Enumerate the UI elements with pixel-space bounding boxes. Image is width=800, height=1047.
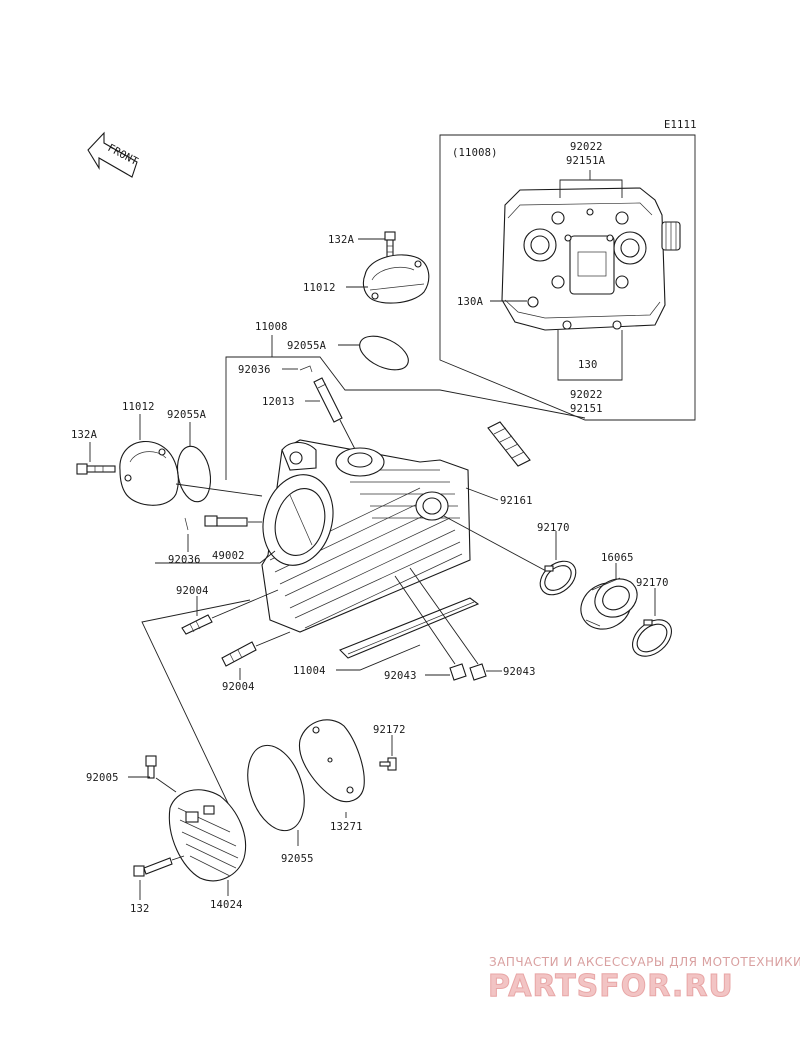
inset-label-92151: 92151 (570, 403, 603, 415)
dowel-92043-b (469, 663, 487, 681)
label-12013: 12013 (262, 396, 295, 408)
inset-label-130: 130 (578, 359, 598, 371)
label-92161: 92161 (500, 495, 533, 507)
label-11012-left: 11012 (122, 401, 155, 413)
label-92170-a: 92170 (537, 522, 570, 534)
label-11008: 11008 (255, 321, 288, 333)
label-132A-top: 132A (328, 234, 355, 246)
cylinder-head-11008 (261, 439, 471, 633)
inset-title: (11008) (452, 147, 498, 159)
label-92055A-left: 92055A (167, 409, 207, 421)
inset-panel: (11008) (439, 134, 696, 421)
pin-92036-bottom (184, 517, 189, 531)
label-92004-b: 92004 (222, 681, 255, 693)
label-92043-b: 92043 (503, 666, 536, 678)
dowel-49002 (204, 515, 248, 527)
stud-92004-b (221, 641, 257, 667)
label-92170-b: 92170 (636, 577, 669, 589)
bolt-132A-left (76, 463, 116, 475)
label-92172: 92172 (373, 724, 406, 736)
front-arrow-icon: FRONT (87, 131, 140, 178)
inset-label-92151A: 92151A (566, 155, 606, 167)
valve-guide-12013 (313, 377, 343, 423)
label-92043-a: 92043 (384, 670, 417, 682)
gasket-11004 (339, 597, 480, 659)
valve-cap-11012-left (119, 440, 179, 506)
label-92036-bottom: 92036 (168, 554, 201, 566)
label-49002: 49002 (212, 550, 245, 562)
label-11004: 11004 (293, 665, 326, 677)
clamp-92170-a (539, 560, 577, 596)
pin-92036-top (299, 365, 313, 373)
inset-label-92022-bottom: 92022 (570, 389, 603, 401)
inset-label-92022-top: 92022 (570, 141, 603, 153)
o-ring-92055 (247, 744, 305, 832)
valve-cap-11012-top (362, 254, 430, 304)
label-13271: 13271 (330, 821, 363, 833)
label-92005: 92005 (86, 772, 119, 784)
joint-16065 (580, 577, 638, 630)
label-92055: 92055 (281, 853, 314, 865)
label-92036-top: 92036 (238, 364, 271, 376)
label-92004-a: 92004 (176, 585, 209, 597)
clamp-92170-b (632, 619, 672, 657)
label-92055A-top: 92055A (287, 340, 327, 352)
spring-92161 (487, 421, 531, 467)
label-14024: 14024 (210, 899, 243, 911)
watermark-logo: PARTSFOR.RU (488, 969, 734, 1004)
label-132A-left: 132A (71, 429, 98, 441)
inset-cylinder-head (501, 187, 681, 331)
stud-92004-a (181, 614, 213, 635)
label-16065: 16065 (601, 552, 634, 564)
screw-92172 (379, 757, 397, 771)
plate-13271 (298, 719, 365, 803)
watermark-caption: ЗАПЧАСТИ И АКСЕССУАРЫ ДЛЯ МОТОТЕХНИКИ (489, 955, 800, 969)
diagram-code: E1111 (664, 119, 697, 131)
inset-label-130A: 130A (457, 296, 484, 308)
label-11012-top: 11012 (303, 282, 336, 294)
bolt-132 (133, 857, 173, 877)
fitting-92005 (145, 755, 157, 779)
dowel-92043-a (449, 663, 467, 681)
cover-14024 (168, 789, 247, 882)
o-ring-92055A-left (176, 445, 212, 503)
label-132: 132 (130, 903, 150, 915)
o-ring-92055A-top (359, 335, 409, 371)
